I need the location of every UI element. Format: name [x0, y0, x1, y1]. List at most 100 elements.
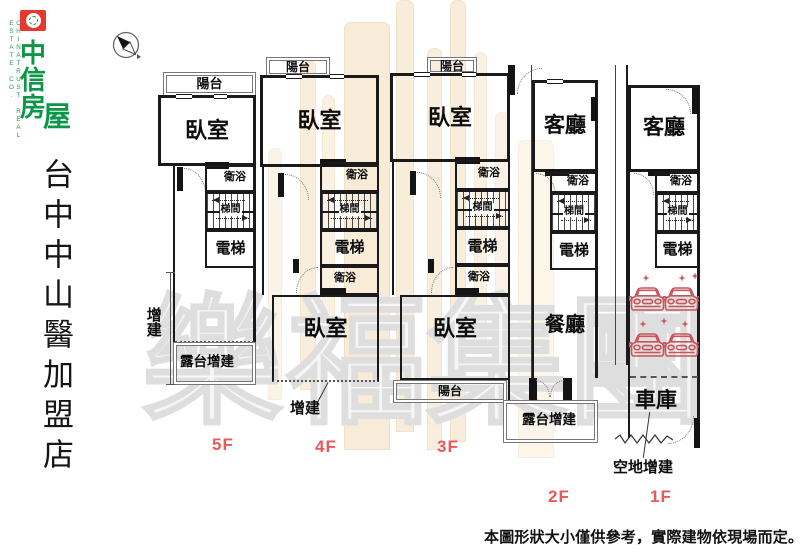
logo-char: 中	[20, 39, 47, 68]
room-label: 臥室	[184, 117, 229, 143]
room-label: 臥室	[400, 317, 510, 340]
room-elevator: 電梯	[455, 228, 510, 265]
door-jamb	[563, 378, 572, 400]
extension-dim-line	[166, 272, 175, 385]
floor-label: 4F	[315, 437, 337, 456]
terrace-extension-box	[173, 342, 256, 385]
room-bathroom	[550, 172, 598, 193]
room-bedroom: 臥室	[158, 95, 256, 166]
stair-arrow-up	[557, 198, 587, 204]
window-mark	[286, 74, 302, 79]
logo-char: 房	[20, 93, 47, 122]
room-label: 臥室	[297, 108, 342, 134]
compass-icon	[112, 31, 141, 59]
room-label: 客廳	[643, 116, 685, 140]
stair-arrow-up	[212, 197, 245, 203]
door-arc	[550, 380, 564, 397]
extension-label: 增建	[144, 307, 162, 337]
door-arc	[285, 174, 309, 200]
room-balcony: 陽台	[163, 72, 256, 96]
window-mark	[330, 74, 344, 79]
room-label: 電梯	[215, 240, 246, 258]
door-jamb	[278, 173, 284, 197]
floor-label: 1F	[650, 487, 672, 506]
stairwell: 梯間	[205, 192, 256, 230]
room-label-text: 臥室	[432, 316, 477, 341]
door-arc	[536, 380, 550, 397]
stair-arrow-down	[666, 217, 693, 223]
terrace-extension-label: 露台增建	[522, 412, 576, 427]
room-balcony: 陽台	[393, 380, 507, 403]
logo-mark-circle	[25, 13, 41, 28]
company-en: CHINATRUST REAL ESTATE CO.	[8, 20, 22, 140]
room-living: 客廳	[532, 80, 598, 172]
room-label: 陽台	[437, 384, 462, 399]
stair-arrow-up	[327, 197, 368, 203]
stairwell: 梯間	[320, 192, 379, 230]
stairwell: 梯間	[550, 193, 598, 232]
door-arc	[431, 267, 453, 293]
stair-arrow-up	[662, 198, 689, 204]
room-bathroom	[205, 165, 256, 192]
room-label: 衛浴	[478, 167, 500, 179]
room-label: 衛浴	[224, 171, 246, 183]
door-arc	[296, 267, 318, 293]
stairwell: 梯間	[655, 193, 700, 232]
window-mark	[214, 94, 227, 99]
door-jamb	[692, 88, 699, 114]
room-label: 電梯	[558, 242, 589, 260]
stair-arrow-down	[331, 215, 372, 221]
room-label: 梯間	[563, 205, 585, 218]
door-jamb	[529, 378, 537, 400]
room-label: 陽台	[285, 59, 310, 74]
door-jamb	[694, 418, 700, 448]
store-name: 台中中山醫加盟店	[38, 158, 73, 478]
room-label: 陽台	[439, 58, 464, 73]
room-label: 梯間	[338, 204, 361, 216]
terrace-extension-label: 露台增建	[180, 354, 234, 369]
logo-char: 屋	[43, 102, 72, 133]
room-label: 梯間	[219, 204, 242, 216]
sidebar: CHINATRUST REAL ESTATE CO. 中 信 房 屋 台中中山醫…	[0, 0, 100, 553]
bath-sill	[455, 288, 479, 295]
floorplan-3f: 陽台 臥室 衛浴 梯間 電梯 衛浴 臥室 陽台 3F	[388, 45, 512, 470]
room-elevator: 電梯	[205, 230, 256, 268]
window-mark	[176, 94, 192, 99]
door-jamb	[591, 97, 597, 121]
door-jamb	[428, 259, 434, 273]
door-jamb	[177, 167, 183, 191]
disclaimer: 本圖形狀大小僅供參考，實際建物依現場而定。	[484, 530, 800, 546]
floorplan-5f: 陽台 臥室 衛浴 梯間 電梯 露台增建 增建 5F	[138, 60, 262, 460]
zigzag-line	[615, 434, 673, 445]
floor-label: 2F	[548, 487, 570, 506]
room-bedroom: 臥室	[390, 73, 510, 162]
room-dining: 餐廳	[532, 315, 598, 336]
floorplan-4f: 陽台 臥室 衛浴 梯間 電梯 衛浴 臥室 增建 4F	[258, 45, 382, 470]
stair-arrow-up	[462, 195, 499, 201]
terrace-extension-box	[503, 400, 598, 443]
window-mark	[414, 72, 430, 77]
floorplan-1f: 客廳 衛浴 梯間 電梯	[612, 60, 722, 520]
room-label-text: 餐廳	[545, 314, 585, 336]
room-label: 客廳	[544, 113, 586, 137]
room-label: 車庫	[635, 389, 677, 412]
stair-arrow-down	[561, 217, 591, 223]
room-elevator: 電梯	[655, 232, 700, 268]
bath-sill	[320, 288, 346, 295]
door-jamb	[410, 171, 416, 195]
room-label: 陽台	[196, 76, 223, 92]
extension-label: 增建	[290, 400, 321, 417]
garage-cars	[629, 272, 699, 357]
side-yard-strip	[615, 65, 628, 365]
room-label: 衛浴	[567, 175, 589, 187]
room-label-text: 臥室	[303, 316, 348, 341]
room-label: 電梯	[662, 241, 693, 259]
room-label: 電梯	[334, 239, 365, 257]
wall	[532, 172, 598, 378]
room-label: 衛浴	[670, 175, 692, 187]
floorplan-2f: 客廳 衛浴 梯間 電梯 餐廳 露台增建 2F	[503, 60, 605, 515]
stair-arrow-down	[216, 215, 249, 221]
wall	[628, 172, 700, 438]
floor-label: 3F	[437, 437, 459, 456]
